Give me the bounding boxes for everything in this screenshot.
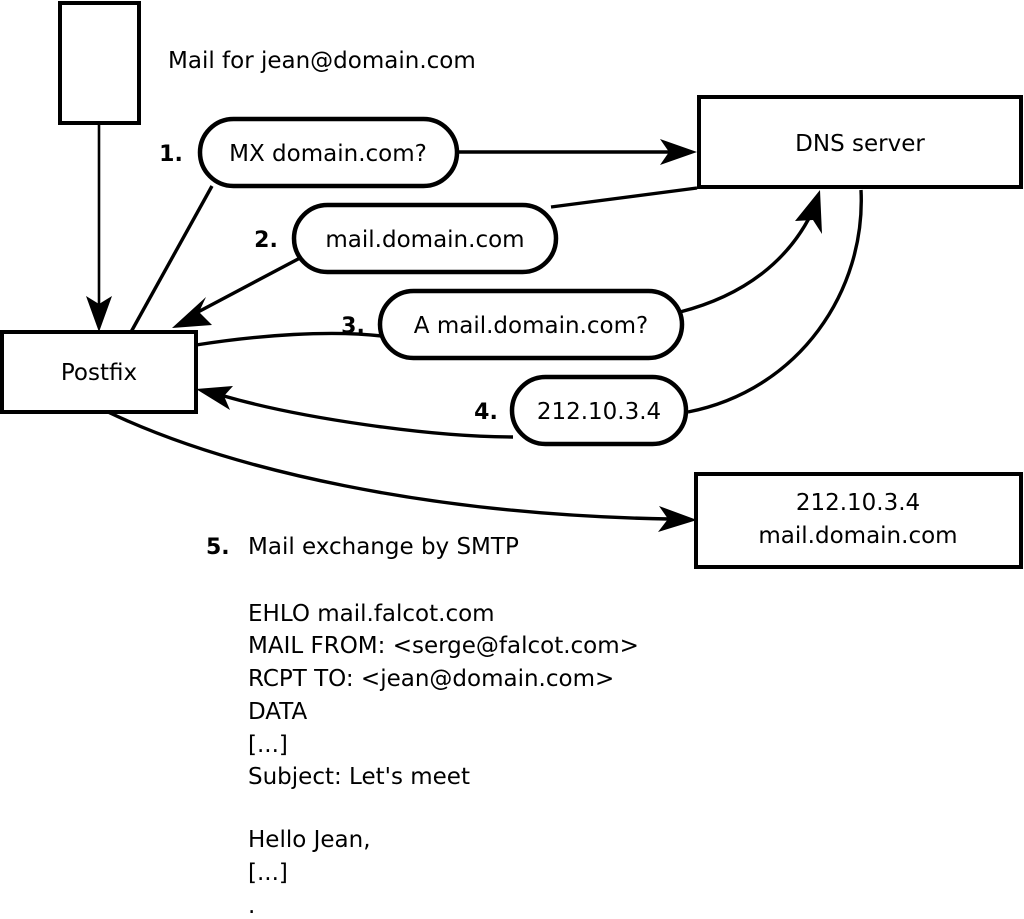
node-mail-client[interactable] xyxy=(58,1,141,125)
node-step-4[interactable] xyxy=(509,374,689,447)
node-step-1[interactable] xyxy=(197,116,460,189)
step-number-5: 5. xyxy=(206,535,230,560)
edge-client-to-postfix xyxy=(86,123,112,332)
node-dns-server-label: DNS server xyxy=(795,131,925,157)
edge-step1-from-postfix xyxy=(129,185,214,333)
step-number-2: 2. xyxy=(254,228,278,253)
node-step-4-label: 212.10.3.4 xyxy=(537,399,661,425)
edge-postfix-to-remote xyxy=(107,410,697,532)
node-step-2[interactable] xyxy=(291,202,559,275)
node-remote-host-label: mail.domain.com xyxy=(758,523,957,549)
transcript-line: Subject: Let's meet xyxy=(248,764,470,790)
transcript-line: DATA xyxy=(248,699,308,725)
node-step-1-label: MX domain.com? xyxy=(229,141,427,167)
transcript-line: EHLO mail.falcot.com xyxy=(248,601,495,627)
transcript-line: MAIL FROM: <serge@falcot.com> xyxy=(248,633,639,659)
node-step-3-label: A mail.domain.com? xyxy=(414,313,648,339)
step-5-title: Mail exchange by SMTP xyxy=(248,534,519,560)
caption-mail-for: Mail for jean@domain.com xyxy=(168,48,476,74)
transcript-line: RCPT TO: <jean@domain.com> xyxy=(248,666,614,692)
edge-dns-to-step2 xyxy=(550,186,698,209)
node-remote-ip-label: 212.10.3.4 xyxy=(796,490,920,516)
node-step-2-label: mail.domain.com xyxy=(325,227,524,253)
node-postfix[interactable] xyxy=(0,330,198,414)
node-remote-mail-server[interactable] xyxy=(694,472,1023,569)
transcript-line: [...] xyxy=(248,732,288,758)
transcript-line: . xyxy=(248,893,255,919)
transcript-line: [...] xyxy=(248,860,288,886)
edge-step2-to-postfix xyxy=(172,256,301,328)
transcript-line: Hello Jean, xyxy=(248,827,371,853)
step-number-4: 4. xyxy=(474,400,498,425)
edge-dns-to-step4 xyxy=(687,189,863,414)
edge-postfix-to-step3 xyxy=(195,331,383,347)
edge-step3-to-dns xyxy=(679,190,822,314)
node-postfix-label: Postfix xyxy=(61,360,137,386)
edge-step1-to-dns xyxy=(458,139,697,165)
node-step-3[interactable] xyxy=(377,288,685,361)
edge-step4-to-postfix xyxy=(196,386,514,439)
step-number-3: 3. xyxy=(341,314,365,339)
step-number-1: 1. xyxy=(159,142,183,167)
node-dns-server[interactable] xyxy=(697,95,1023,189)
